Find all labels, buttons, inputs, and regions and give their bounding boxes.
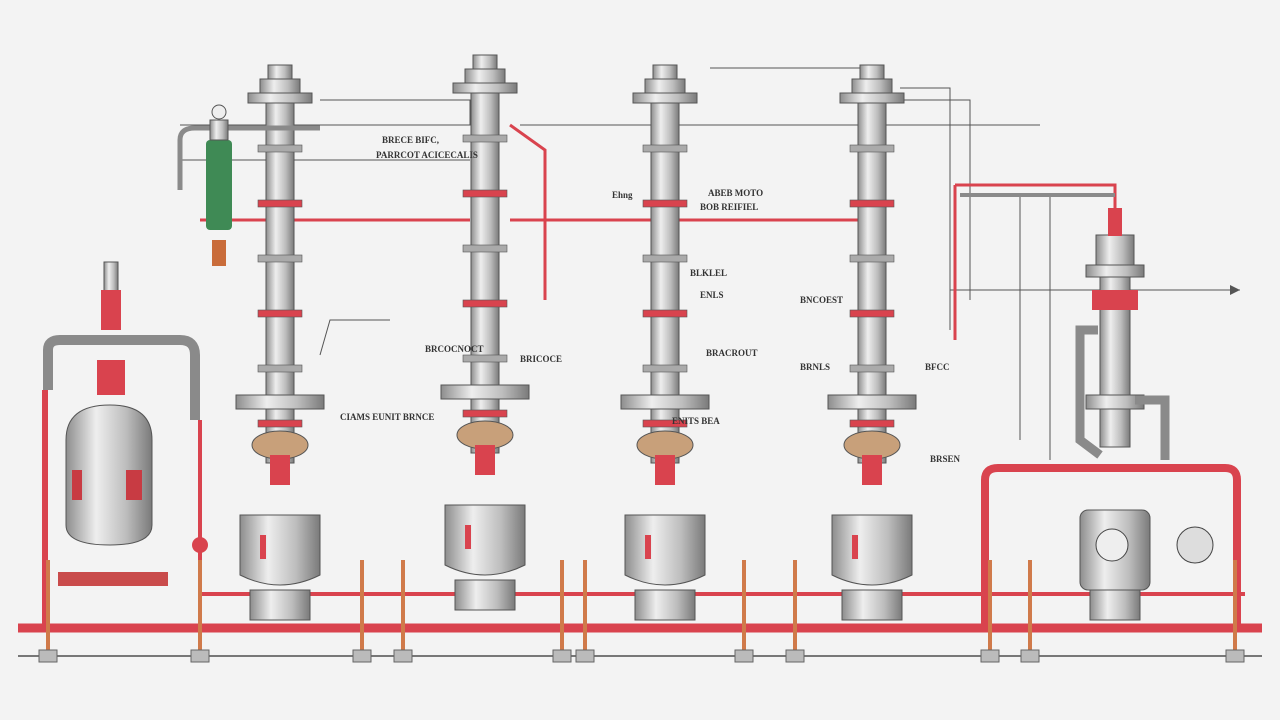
- annotation-label: ABEB MOTO: [708, 188, 763, 198]
- annotation-label: BRCOCNOCT: [425, 344, 484, 354]
- annotation-label: BRICOCE: [520, 354, 562, 364]
- instrument-lines: [180, 67, 1240, 460]
- annotation-label: BFCC: [925, 362, 950, 372]
- column-2: [440, 54, 530, 611]
- annotation-label: ENITS BEA: [672, 416, 720, 426]
- annotation-label: BNCOEST: [800, 295, 843, 305]
- annotation-label: BRSEN: [930, 454, 961, 464]
- instrument-stack: [177, 104, 320, 266]
- annotation-labels: BRECE BIFC, PARRCOT ACICECALIS Ehng ABEB MO…: [340, 135, 961, 464]
- storage-vessel: [42, 261, 208, 630]
- column-4: [827, 64, 917, 621]
- annotation-label: CIAMS EUNIT BRNCE: [340, 412, 434, 422]
- annotation-label: BRNLS: [800, 362, 830, 372]
- annotation-label: ENLS: [700, 290, 724, 300]
- annotation-label: Ehng: [612, 190, 633, 200]
- annotation-label: PARRCOT ACICECALIS: [376, 150, 478, 160]
- column-1: [235, 64, 325, 621]
- annotation-label: BRECE BIFC,: [382, 135, 439, 145]
- pipe-supports: [38, 560, 1245, 663]
- annotation-label: BLKLEL: [690, 268, 727, 278]
- annotation-label: BRACROUT: [706, 348, 758, 358]
- annotation-label: BOB REIFIEL: [700, 202, 758, 212]
- column-3: [620, 64, 710, 621]
- pump-reactor-unit: [981, 208, 1241, 630]
